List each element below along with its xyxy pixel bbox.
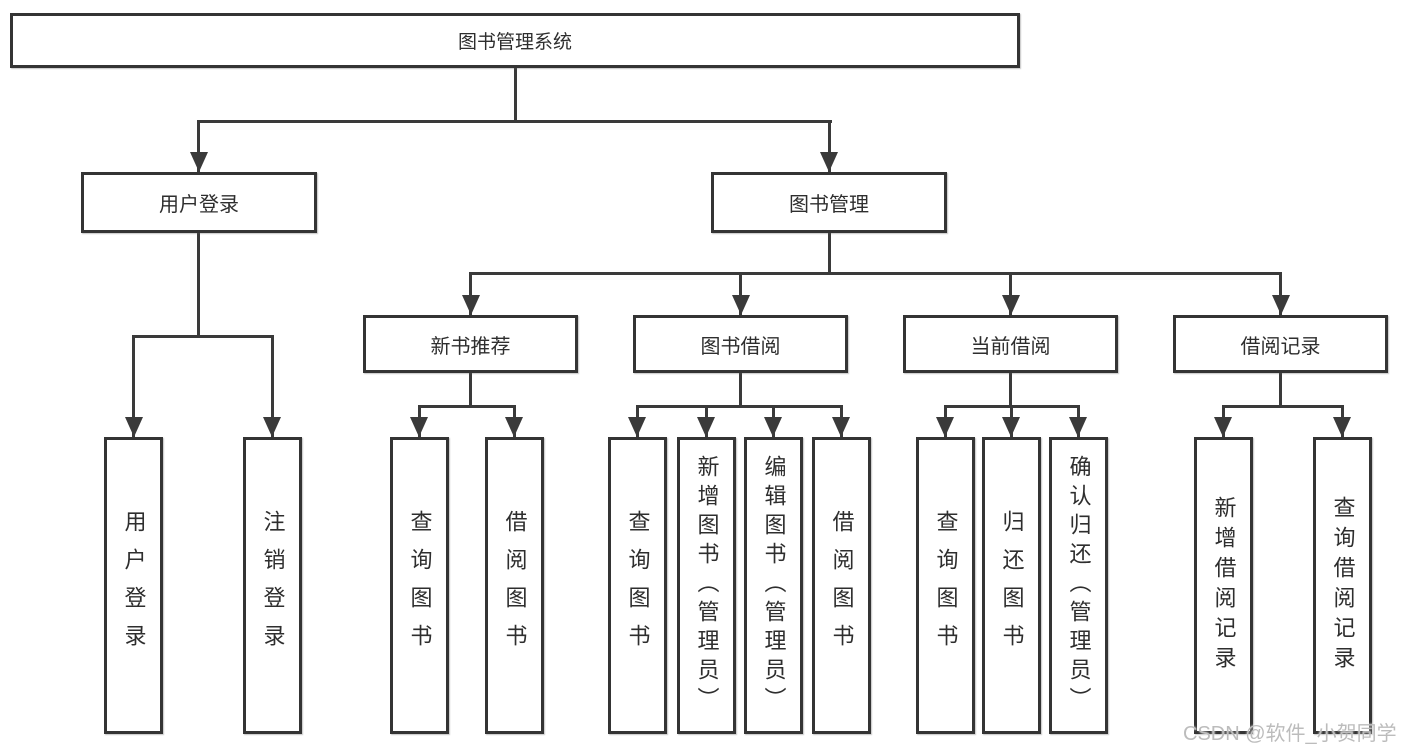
leaf-return-books: 归还图书 [982,437,1041,734]
connector-line [132,335,135,437]
leaf-query-books-borrow: 查询图书 [608,437,667,734]
leaf-query-books-current: 查询图书 [916,437,975,734]
connector-line [1009,272,1012,315]
connector-line [1279,272,1282,315]
leaf-query-borrow-record: 查询借阅记录 [1313,437,1372,734]
node-new-book-recommend: 新书推荐 [363,315,578,373]
arrowhead-down-icon [1002,295,1020,315]
connector-line [1279,373,1282,408]
connector-line [271,335,274,437]
arrowhead-down-icon [462,295,480,315]
leaf-query-books-recommend: 查询图书 [390,437,449,734]
node-book-management: 图书管理 [711,172,947,233]
leaf-confirm-return-admin: 确认归还（管理员） [1049,437,1108,734]
connector-line [828,233,831,275]
connector-line [469,272,472,315]
connector-line [1222,405,1344,408]
arrowhead-down-icon [263,417,281,437]
node-book-borrow: 图书借阅 [633,315,848,373]
arrowhead-down-icon [1002,417,1020,437]
leaf-add-book-admin: 新增图书（管理员） [677,437,736,734]
connector-line [197,233,200,338]
connector-line [469,272,1282,275]
arrowhead-down-icon [936,417,954,437]
connector-line [197,120,200,172]
arrowhead-down-icon [1069,417,1087,437]
arrowhead-down-icon [764,417,782,437]
node-borrow-records: 借阅记录 [1173,315,1388,373]
watermark: CSDN @软件_小贺同学 [1183,723,1397,745]
connector-line [418,405,516,408]
connector-line [1009,373,1012,408]
node-current-borrow: 当前借阅 [903,315,1118,373]
arrowhead-down-icon [832,417,850,437]
arrowhead-down-icon [1333,417,1351,437]
connector-line [469,373,472,408]
connector-line [739,272,742,315]
arrowhead-down-icon [732,295,750,315]
connector-line [636,405,843,408]
arrowhead-down-icon [125,417,143,437]
arrowhead-down-icon [410,417,428,437]
leaf-logout: 注销登录 [243,437,302,734]
arrowhead-down-icon [505,417,523,437]
connector-line [132,335,274,338]
connector-line [828,120,831,172]
leaf-borrow-books: 借阅图书 [812,437,871,734]
arrowhead-down-icon [697,417,715,437]
node-root: 图书管理系统 [10,13,1020,68]
arrowhead-down-icon [1214,417,1232,437]
arrowhead-down-icon [1272,295,1290,315]
arrowhead-down-icon [820,152,838,172]
leaf-user-login: 用户登录 [104,437,163,734]
node-user-login: 用户登录 [81,172,317,233]
connector-line [514,66,517,123]
leaf-edit-book-admin: 编辑图书（管理员） [744,437,803,734]
leaf-add-borrow-record: 新增借阅记录 [1194,437,1253,734]
connector-line [739,373,742,408]
arrowhead-down-icon [628,417,646,437]
leaf-borrow-books-recommend: 借阅图书 [485,437,544,734]
arrowhead-down-icon [190,152,208,172]
connector-line [197,120,832,123]
